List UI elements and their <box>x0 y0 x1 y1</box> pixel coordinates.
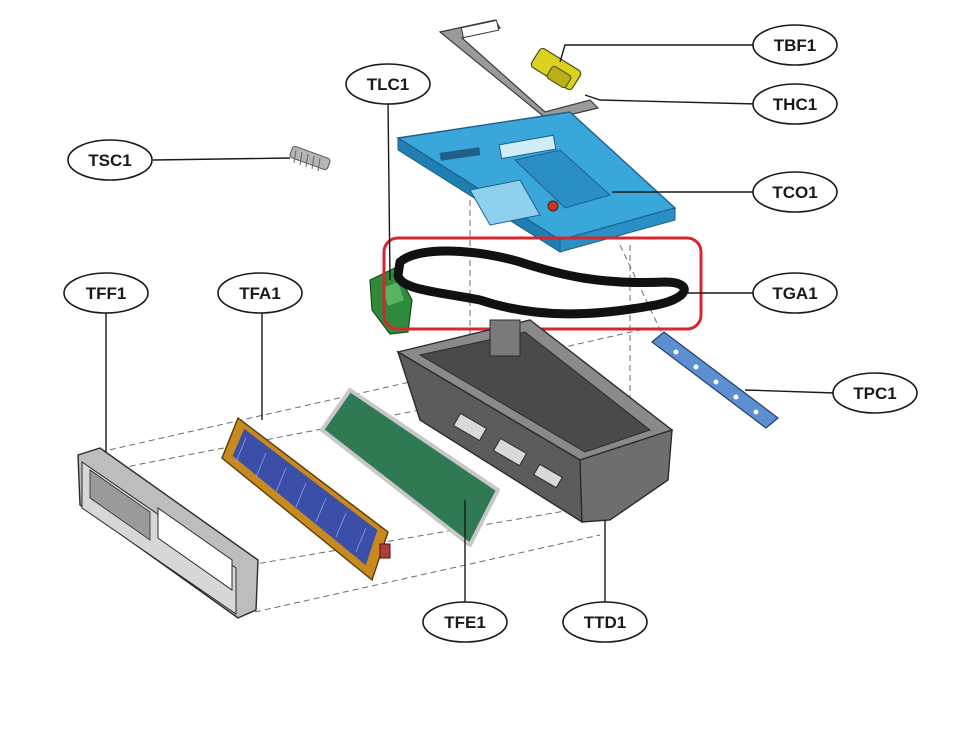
handle-grip <box>460 19 500 39</box>
frame-part-tff1 <box>77 447 259 619</box>
spring-part-tsc1 <box>289 145 331 172</box>
callout-label-ttd1: TTD1 <box>584 613 627 632</box>
callout-ttd1: TTD1 <box>562 601 648 643</box>
callout-tco1: TCO1 <box>752 171 838 213</box>
callout-tff1: TFF1 <box>63 272 149 314</box>
plate-part-tpc1 <box>651 331 779 429</box>
latch-highlight <box>382 282 404 306</box>
leader-lines <box>105 44 836 603</box>
panel-body <box>320 388 500 547</box>
filter-tab <box>379 543 391 559</box>
gasket-loop <box>393 246 689 319</box>
cover-slot <box>439 147 481 161</box>
bracket-tab <box>546 65 572 89</box>
callout-label-tga1: TGA1 <box>772 284 817 303</box>
cover-recess <box>469 179 541 226</box>
housing-window-3 <box>533 463 563 489</box>
callout-tpc1: TPC1 <box>832 372 918 414</box>
panel-part-tfe1 <box>320 388 500 547</box>
gasket-part-tga1 <box>393 246 689 319</box>
callout-tbf1: TBF1 <box>752 24 838 66</box>
cover-pocket <box>513 149 612 209</box>
callout-label-tpc1: TPC1 <box>853 384 896 403</box>
callout-tsc1: TSC1 <box>67 139 153 181</box>
spring-body <box>289 145 331 171</box>
cover-window <box>498 134 557 160</box>
housing-window-1 <box>452 412 488 442</box>
housing-window-2 <box>492 437 528 467</box>
cover-knob <box>547 200 559 212</box>
spring-coils <box>293 149 321 172</box>
callout-tfe1: TFE1 <box>422 601 508 643</box>
callout-tlc1: TLC1 <box>345 63 431 105</box>
housing-right-wall <box>579 429 673 523</box>
callout-label-tfa1: TFA1 <box>239 284 281 303</box>
cover-front <box>559 207 676 253</box>
frame-grille <box>89 469 151 541</box>
plate-holes <box>673 349 759 415</box>
callout-label-tff1: TFF1 <box>86 284 127 303</box>
callout-tfa1: TFA1 <box>217 272 303 314</box>
bracket-part-tbf1 <box>530 47 582 91</box>
callout-thc1: THC1 <box>752 83 838 125</box>
callout-tga1: TGA1 <box>752 272 838 314</box>
filter-pleats <box>235 437 367 553</box>
housing-part-ttd1 <box>396 319 674 524</box>
filter-part-tfa1 <box>221 416 391 582</box>
filter-core <box>231 427 379 567</box>
callout-label-tfe1: TFE1 <box>444 613 486 632</box>
latch-part-tlc1 <box>369 267 413 335</box>
frame-opening <box>157 507 233 591</box>
callout-label-tsc1: TSC1 <box>88 151 131 170</box>
callout-label-thc1: THC1 <box>773 95 817 114</box>
callout-label-tlc1: TLC1 <box>367 75 410 94</box>
cover-part-tco1 <box>396 111 677 253</box>
callout-label-tbf1: TBF1 <box>774 36 817 55</box>
housing-tower <box>489 319 521 357</box>
callout-label-tco1: TCO1 <box>772 183 817 202</box>
